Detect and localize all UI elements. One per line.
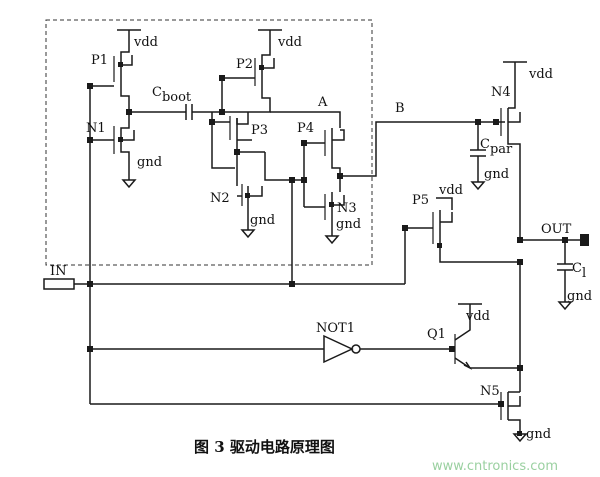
c-l-label: Cl bbox=[572, 261, 586, 281]
p2-label: P2 bbox=[236, 57, 253, 72]
p4-label: P4 bbox=[297, 121, 314, 136]
n4-output-stage bbox=[470, 61, 527, 240]
n3-label: N3 bbox=[337, 201, 357, 216]
n5-stage bbox=[90, 391, 528, 443]
vdd-label-q1: vdd bbox=[465, 309, 490, 324]
c-boot-label: Cboot bbox=[152, 85, 192, 105]
watermark: www.cntronics.com bbox=[432, 459, 558, 474]
gnd-label-n1: gnd bbox=[137, 155, 162, 170]
p4-n3-stage bbox=[270, 111, 505, 284]
p2-p3-n2-stage bbox=[209, 29, 292, 239]
gnd-label-n2: gnd bbox=[250, 213, 275, 228]
vdd-label-p1: vdd bbox=[133, 35, 158, 50]
q1-label: Q1 bbox=[427, 327, 446, 342]
c-par-label: Cpar bbox=[480, 137, 513, 157]
output-node bbox=[517, 234, 589, 392]
p5-label: P5 bbox=[412, 193, 429, 208]
gnd-label-n5: gnd bbox=[526, 427, 551, 442]
n1-label: N1 bbox=[86, 121, 106, 136]
vdd-label-p2: vdd bbox=[277, 35, 302, 50]
p1-label: P1 bbox=[91, 53, 108, 68]
not1-gate-symbol bbox=[323, 334, 354, 364]
node-b-label: B bbox=[395, 101, 405, 116]
n4-label: N4 bbox=[491, 85, 511, 100]
p1-n1-stage bbox=[87, 29, 180, 404]
vdd-label-n4: vdd bbox=[528, 67, 553, 82]
not1-q1-stage bbox=[87, 303, 523, 371]
gnd-label-n3: gnd bbox=[336, 217, 361, 232]
node-a-label: A bbox=[317, 95, 328, 110]
c-boot-capacitor bbox=[180, 104, 212, 120]
input-rail bbox=[43, 278, 405, 290]
gnd-label-cpar: gnd bbox=[484, 167, 509, 182]
vdd-label-p5: vdd bbox=[438, 183, 463, 198]
bootstrap-block-boundary bbox=[45, 19, 373, 266]
n5-label: N5 bbox=[480, 384, 500, 399]
not1-label: NOT1 bbox=[316, 321, 355, 336]
n2-label: N2 bbox=[210, 191, 230, 206]
out-label: OUT bbox=[541, 222, 572, 237]
gnd-label-cl: gnd bbox=[567, 289, 592, 304]
p3-label: P3 bbox=[251, 123, 268, 138]
figure-caption: 图 3 驱动电路原理图 bbox=[194, 438, 335, 456]
in-label: IN bbox=[50, 264, 67, 279]
p5-stage bbox=[402, 197, 520, 284]
input-terminal bbox=[43, 278, 75, 290]
